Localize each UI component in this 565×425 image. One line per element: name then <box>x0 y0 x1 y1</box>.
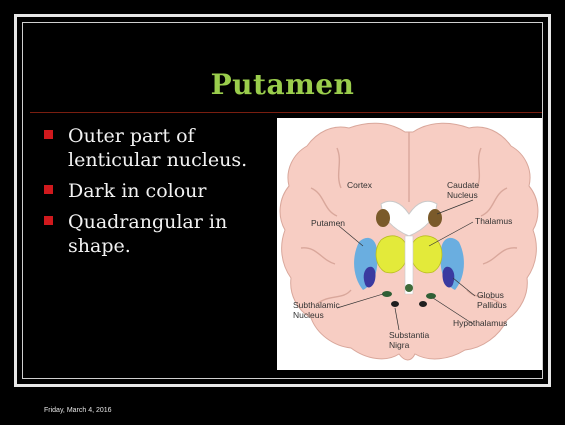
label-globus-line2: Pallidus <box>477 300 507 310</box>
bullet-text: Outer part of lenticular nucleus. <box>68 125 247 171</box>
slide-title: Putamen <box>0 68 565 101</box>
bullet-square-icon <box>44 216 53 225</box>
bullet-text: Dark in colour <box>68 180 206 202</box>
label-globus-line1: Globus <box>477 290 504 300</box>
substantia-nigra-right <box>419 301 427 307</box>
hypothalamus-region <box>426 293 436 299</box>
bullet-square-icon <box>44 185 53 194</box>
brain-coronal-section-figure: Cortex Caudate Nucleus Putamen Thalamus … <box>277 118 542 370</box>
label-thalamus: Thalamus <box>475 216 512 226</box>
bullet-list: Outer part of lenticular nucleus. Dark i… <box>44 124 274 265</box>
label-cortex: Cortex <box>347 180 373 190</box>
brain-diagram: Cortex Caudate Nucleus Putamen Thalamus … <box>277 118 542 370</box>
label-subthalamic-line1: Subthalamic <box>293 300 341 310</box>
bullet-item: Quadrangular in shape. <box>44 210 274 258</box>
caudate-nucleus-right <box>428 209 442 227</box>
bullet-item: Outer part of lenticular nucleus. <box>44 124 274 172</box>
label-substantia-line1: Substantia <box>389 330 429 340</box>
label-caudate-line1: Caudate <box>447 180 479 190</box>
mammillary-body <box>405 284 413 292</box>
label-substantia-line2: Nigra <box>389 340 410 350</box>
label-hypothalamus: Hypothalamus <box>453 318 507 328</box>
bullet-square-icon <box>44 130 53 139</box>
bullet-text: Quadrangular in shape. <box>68 211 227 257</box>
label-caudate-line2: Nucleus <box>447 190 478 200</box>
caudate-nucleus-left <box>376 209 390 227</box>
label-putamen: Putamen <box>311 218 345 228</box>
substantia-nigra-left <box>391 301 399 307</box>
label-subthalamic-line2: Nucleus <box>293 310 324 320</box>
bullet-item: Dark in colour <box>44 179 274 203</box>
footer-date: Friday, March 4, 2016 <box>44 407 112 414</box>
subthalamic-nucleus <box>382 291 392 297</box>
thalamus-left <box>376 236 407 273</box>
title-divider <box>30 112 542 113</box>
